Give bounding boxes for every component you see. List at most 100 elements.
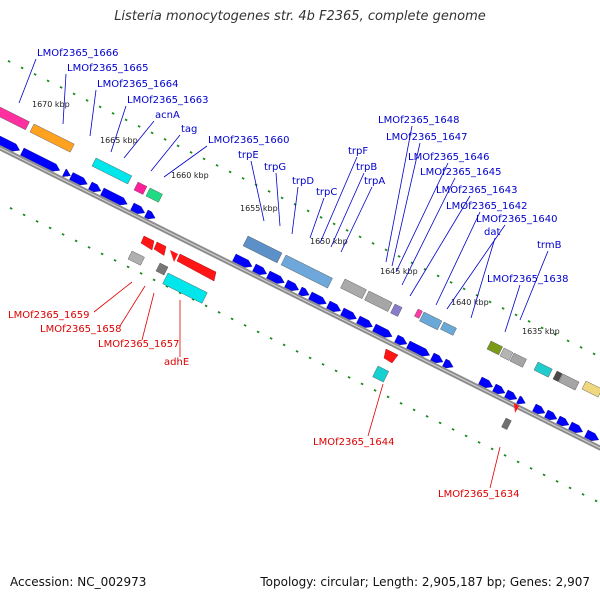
gene-label: LMOf2365_1646: [408, 152, 490, 163]
cds-arrow: [69, 172, 88, 186]
tick-dot: [386, 395, 390, 399]
cds-arrow: [284, 279, 299, 291]
tick-dot: [568, 486, 572, 490]
tick-dot: [438, 421, 442, 425]
reverse-feature: [127, 250, 145, 266]
leader-line: [409, 195, 471, 297]
tick-dot: [516, 460, 520, 464]
tick-dot: [152, 278, 156, 282]
reverse-feature: [162, 272, 208, 304]
gene-label: LMOf2365_1645: [420, 167, 502, 178]
tick-dot: [126, 265, 130, 269]
topology-summary: Topology: circular; Length: 2,905,187 bp…: [260, 575, 590, 589]
tick-dot: [59, 86, 63, 89]
tick-dot: [72, 92, 76, 96]
cds-arrow: [568, 421, 583, 433]
tick-dot: [321, 363, 325, 366]
tick-dot: [553, 333, 557, 336]
cds-arrow: [100, 187, 128, 206]
gene-label: LMOf2365_1643: [436, 185, 518, 196]
tick-dot: [9, 207, 13, 210]
gene-label: LMOf2365_1634: [438, 489, 520, 500]
leader-line: [319, 156, 358, 244]
gene-label: trpE: [238, 150, 259, 161]
tick-dot: [230, 317, 234, 321]
tick-dot: [594, 499, 598, 503]
forward-feature: [419, 311, 443, 331]
tick-dot: [503, 454, 507, 457]
tick-dot: [98, 105, 102, 109]
scale-label: 1665 kbp: [100, 136, 138, 145]
tick-dot: [399, 402, 403, 405]
scale-label: 1650 kbp: [310, 237, 348, 246]
tick-dot: [451, 428, 455, 431]
tick-dot: [436, 274, 440, 278]
tick-dot: [150, 131, 154, 135]
cds-arrow: [308, 291, 327, 305]
tick-dot: [373, 389, 377, 392]
tick-dot: [347, 376, 351, 379]
cds-arrow: [584, 429, 599, 441]
tick-dot: [191, 298, 195, 301]
tick-dot: [527, 320, 531, 323]
tick-dot: [256, 330, 260, 334]
tick-dot: [412, 408, 416, 412]
tick-dot: [163, 138, 167, 141]
reverse-tick-dots: [9, 207, 598, 503]
tick-dot: [566, 339, 570, 343]
cds-arrow: [232, 253, 253, 268]
tick-dot: [20, 66, 24, 70]
tick-dot: [217, 311, 221, 314]
gene-label: trmB: [537, 240, 562, 251]
tick-dot: [35, 220, 39, 223]
tick-dot: [215, 164, 219, 167]
tick-dot: [462, 287, 466, 291]
forward-feature: [533, 361, 553, 378]
scale-label: 1655 kbp: [240, 204, 278, 213]
gene-label: dat: [484, 227, 500, 238]
leader-line: [62, 73, 67, 125]
tick-dot: [555, 480, 559, 483]
tick-dot: [529, 467, 533, 470]
forward-feature: [364, 290, 393, 312]
cds-arrow: [406, 340, 430, 357]
tick-dot: [165, 285, 169, 288]
tick-dot: [22, 213, 26, 217]
tick-dot: [139, 272, 143, 275]
cds-arrow: [130, 202, 145, 214]
tick-dot: [306, 209, 310, 213]
feature-track: [0, 106, 600, 430]
tick-dot: [243, 324, 247, 327]
leader-line: [446, 224, 506, 310]
gene-label: adhE: [164, 357, 189, 368]
tick-dot: [7, 60, 11, 63]
cds-arrow: [144, 209, 156, 220]
leader-line: [504, 284, 521, 333]
forward-feature: [581, 380, 600, 398]
cds-arrow: [492, 383, 506, 394]
leader-line: [395, 162, 449, 273]
tick-dot: [204, 304, 208, 308]
gene-labels: LMOf2365_1666LMOf2365_1665LMOf2365_1664L…: [8, 48, 569, 500]
tick-dot: [477, 441, 481, 444]
gene-label: LMOf2365_1658: [40, 324, 122, 335]
forward-feature: [145, 187, 163, 203]
forward-feature: [29, 123, 75, 153]
forward-feature: [242, 235, 283, 264]
forward-feature: [509, 352, 527, 368]
leader-line: [119, 285, 146, 327]
forward-feature: [0, 106, 30, 131]
cds-arrow: [266, 270, 285, 284]
gene-label: LMOf2365_1657: [98, 339, 180, 350]
leader-line: [470, 237, 496, 319]
tick-dot: [87, 246, 91, 249]
forward-feature: [390, 303, 403, 317]
gene-label: trpA: [364, 176, 385, 187]
tick-dot: [581, 493, 585, 496]
gene-label: acnA: [155, 110, 180, 121]
gene-label: LMOf2365_1648: [378, 115, 460, 126]
forward-feature: [280, 254, 333, 289]
scale-label: 1660 kbp: [171, 171, 209, 180]
cds-arrow: [298, 286, 310, 297]
cds-arrow: [356, 315, 373, 328]
